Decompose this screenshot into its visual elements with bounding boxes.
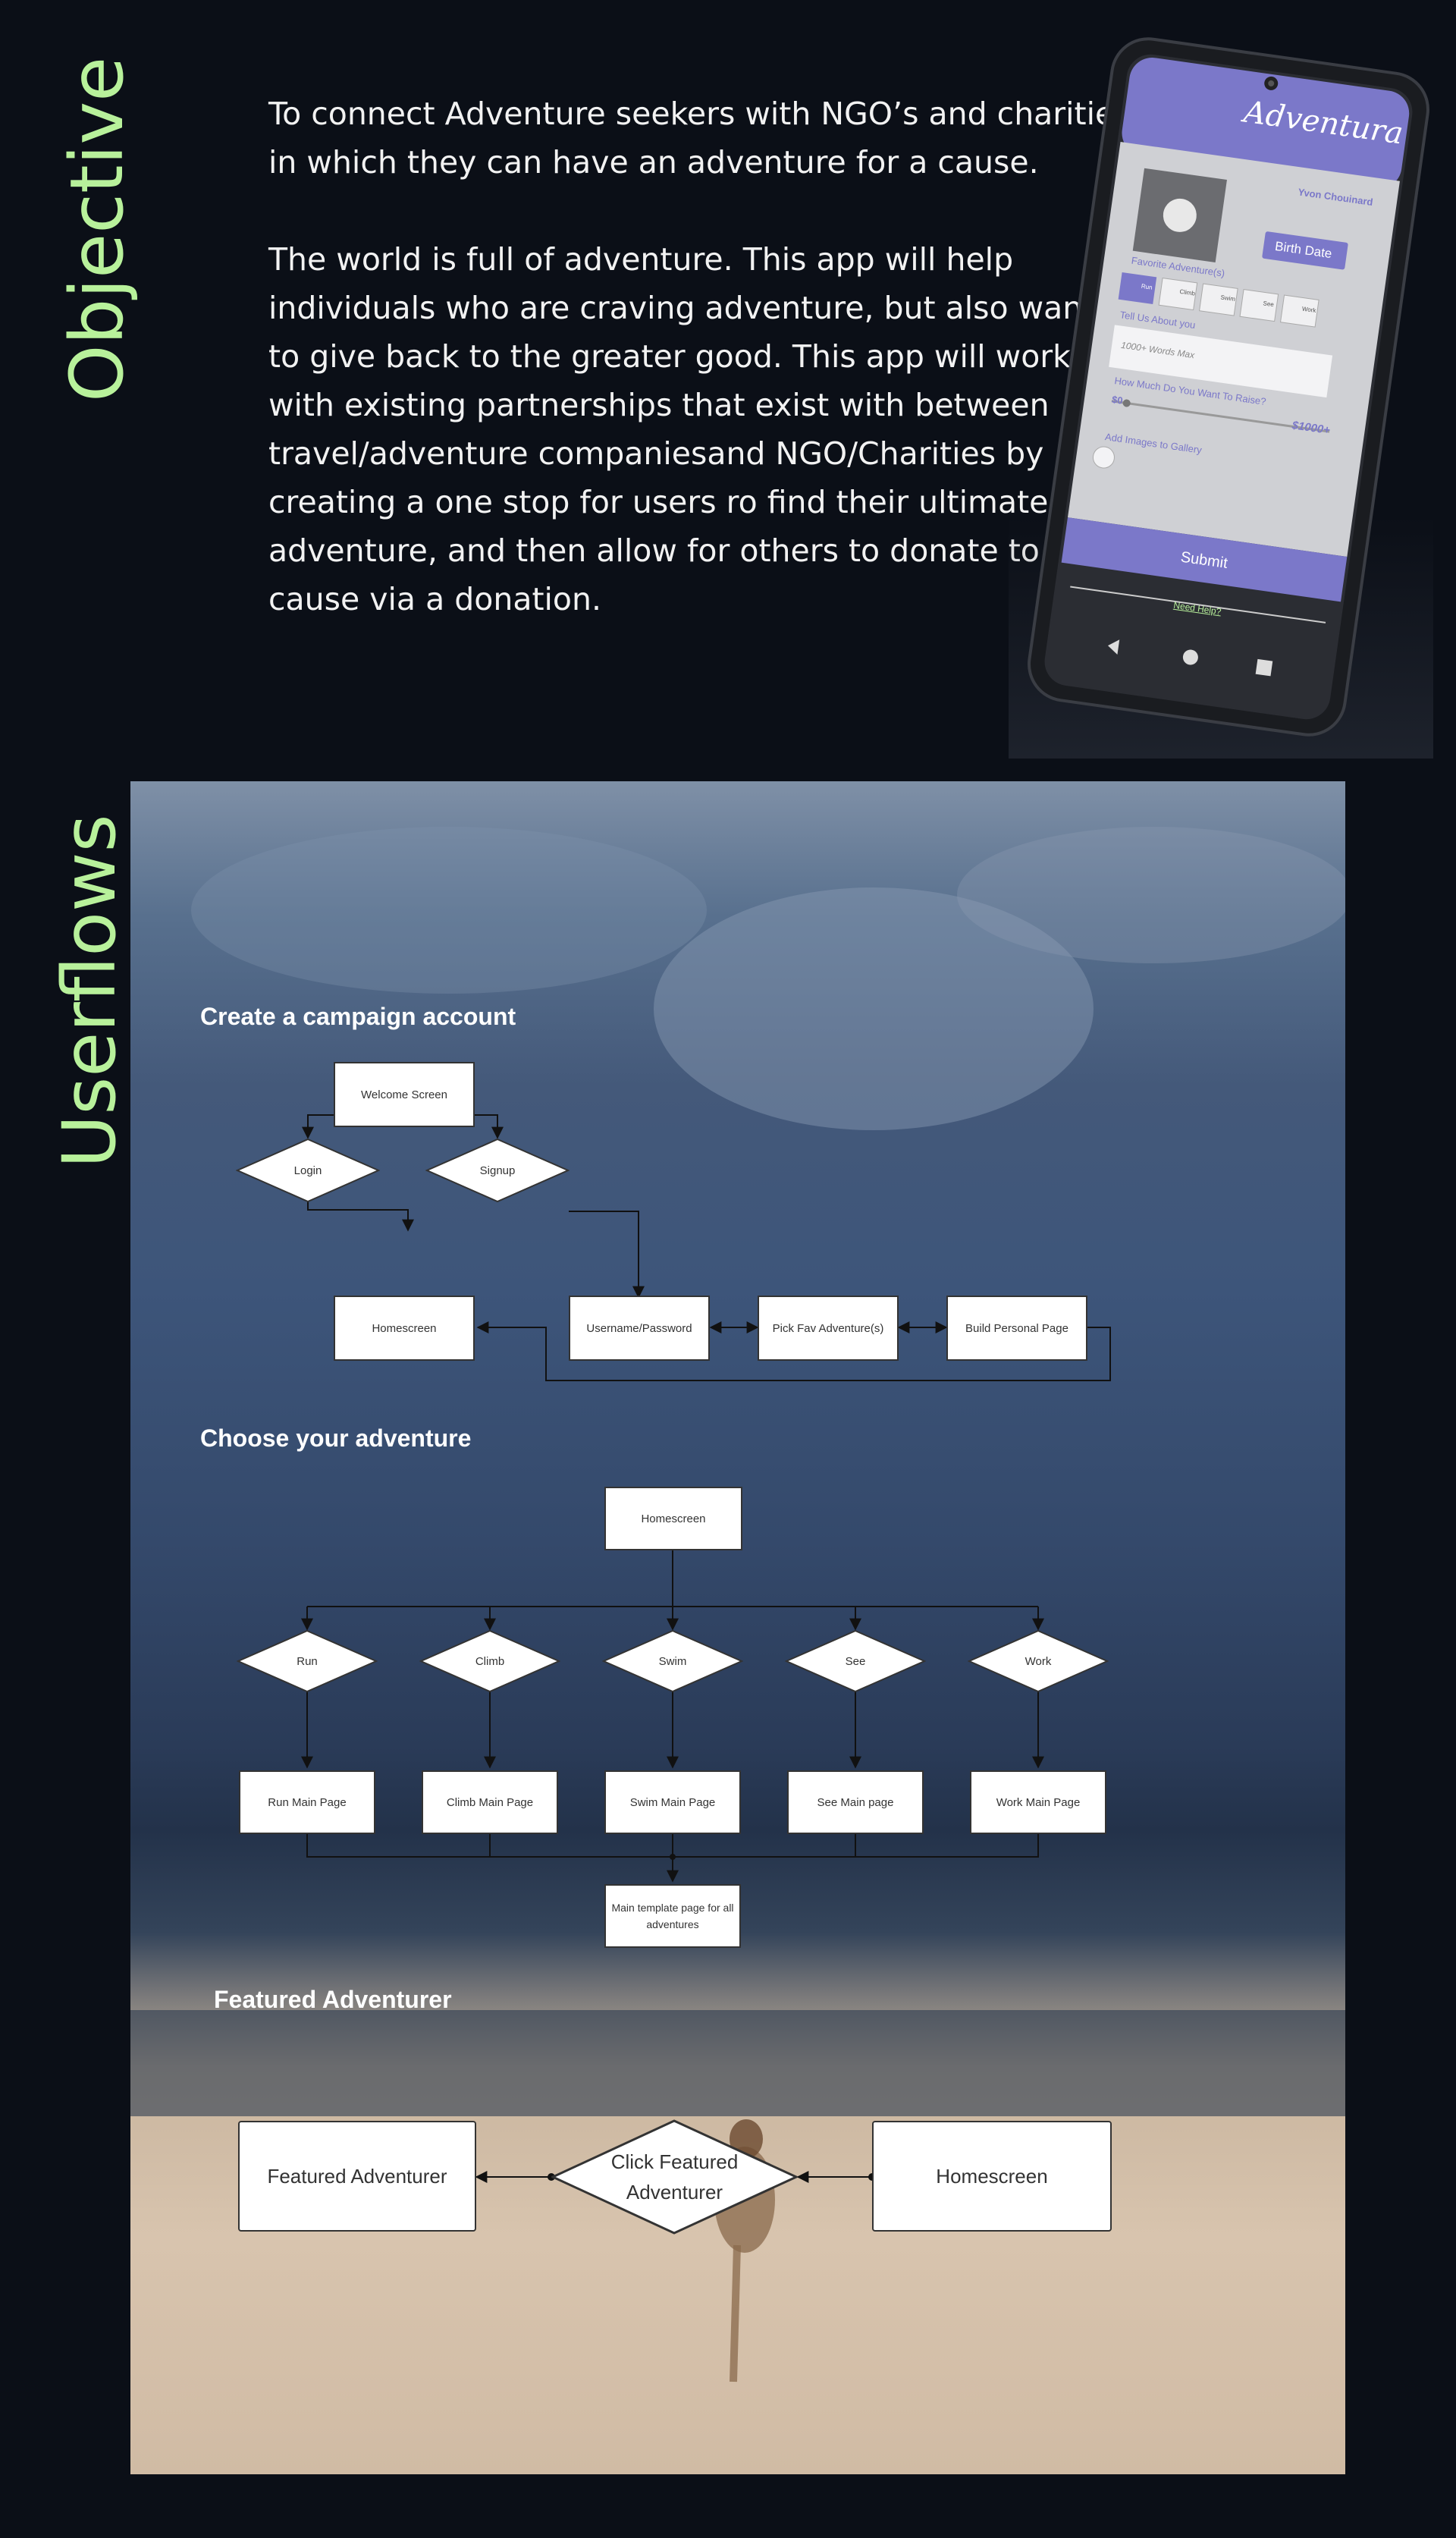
objective-paragraph-2: The world is full of adventure. This app…: [268, 241, 1101, 617]
build-personal-page-node: Build Personal Page: [946, 1296, 1087, 1361]
run-main-page-node: Run Main Page: [239, 1770, 375, 1834]
objective-text: To connect Adventure seekers with NGO’s …: [268, 90, 1133, 672]
run-decision-node: Run: [237, 1629, 378, 1693]
see-decision-node: See: [785, 1629, 926, 1693]
phone-raise-max: $1000+: [1291, 419, 1331, 438]
swim-main-page-node: Swim Main Page: [604, 1770, 741, 1834]
climb-decision-node: Climb: [419, 1629, 560, 1693]
phone-about-label: Tell Us About you: [1119, 309, 1197, 331]
signup-label: Signup: [479, 1164, 516, 1177]
choose-homescreen-node: Homescreen: [604, 1487, 742, 1550]
work-label: Work: [1025, 1654, 1052, 1668]
click-featured-adventurer-node: Click Featured Adventurer: [551, 2119, 798, 2235]
userflows-title: Userflows: [47, 814, 132, 1168]
welcome-screen-node: Welcome Screen: [334, 1062, 475, 1127]
phone-app-name: Adventura: [1241, 94, 1406, 152]
login-decision-node: Login: [236, 1138, 380, 1203]
climb-label: Climb: [475, 1654, 505, 1668]
phone-mockup: Adventura Yvon Chouinard Birth Date Favo…: [1009, 30, 1433, 759]
phone-raise-label: How Much Do You Want To Raise?: [1113, 375, 1267, 407]
campaign-flow-title: Create a campaign account: [200, 1003, 516, 1030]
phone-fav-label: Favorite Adventure(s): [1130, 254, 1226, 279]
objective-title: Objective: [55, 56, 140, 402]
phone-fav-option-work[interactable]: Work: [1301, 305, 1316, 315]
username-password-node: Username/Password: [569, 1296, 710, 1361]
phone-fav-option-swim[interactable]: Swim: [1219, 294, 1236, 303]
swim-label: Swim: [658, 1654, 687, 1668]
phone-fav-option-climb[interactable]: Climb: [1179, 287, 1196, 297]
userflows-panel: Create a campaign account Welcome Screen…: [130, 781, 1345, 2474]
featured-adventurer-node: Featured Adventurer: [238, 2121, 476, 2232]
phone-fav-option-see[interactable]: See: [1263, 300, 1275, 309]
login-label: Login: [293, 1164, 322, 1177]
phone-help-link[interactable]: Need Help?: [1172, 599, 1222, 617]
phone-raise-min: $0: [1111, 393, 1124, 407]
featured-flow-title: Featured Adventurer: [214, 1986, 452, 2013]
main-template-page-node: Main template page for all adventures: [604, 1884, 741, 1948]
run-label: Run: [297, 1654, 318, 1668]
pick-fav-adventure-node: Pick Fav Adventure(s): [758, 1296, 899, 1361]
work-main-page-node: Work Main Page: [970, 1770, 1106, 1834]
work-decision-node: Work: [968, 1629, 1109, 1693]
signup-decision-node: Signup: [425, 1138, 570, 1203]
homescreen-node: Homescreen: [334, 1296, 475, 1361]
click-featured-label: Click Featured Adventurer: [610, 2150, 739, 2203]
phone-birth-date-button[interactable]: Birth Date: [1274, 238, 1333, 262]
see-label: See: [845, 1654, 866, 1668]
featured-homescreen-node: Homescreen: [872, 2121, 1112, 2232]
phone-user-name: Yvon Chouinard: [1297, 186, 1374, 209]
phone-gallery-label: Add Images to Gallery: [1104, 431, 1203, 456]
phone-submit-button[interactable]: Submit: [1179, 548, 1229, 572]
choose-flow-title: Choose your adventure: [200, 1424, 472, 1452]
phone-about-input[interactable]: 1000+ Words Max: [1120, 339, 1196, 361]
objective-paragraph-1: To connect Adventure seekers with NGO’s …: [268, 96, 1131, 181]
see-main-page-node: See Main page: [787, 1770, 924, 1834]
swim-decision-node: Swim: [602, 1629, 743, 1693]
flow-connectors: [130, 827, 1345, 2383]
climb-main-page-node: Climb Main Page: [422, 1770, 558, 1834]
phone-fav-option-run[interactable]: Run: [1141, 282, 1153, 291]
